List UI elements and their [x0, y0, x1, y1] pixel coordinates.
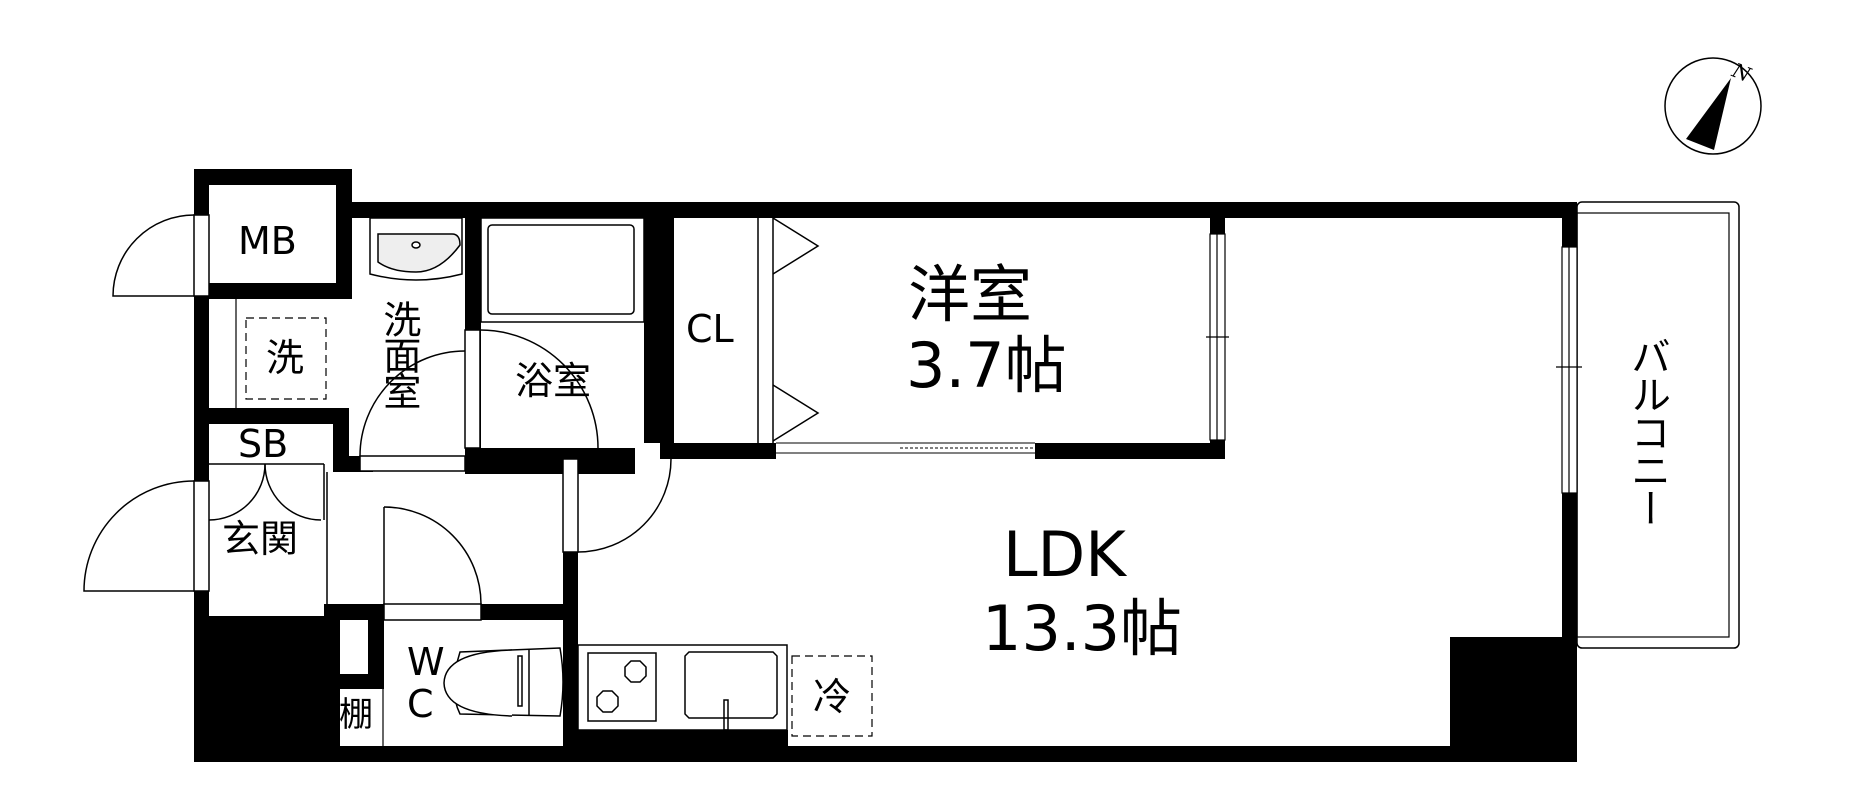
doors — [83, 214, 1035, 621]
north-arrow-icon: N — [1664, 57, 1762, 155]
room-label-shelf: 棚 — [339, 695, 373, 735]
room-label-wc-1: W — [407, 640, 445, 684]
room-label-wc-2: C — [407, 682, 434, 726]
burner-icon — [624, 660, 647, 683]
room-size-ldk: 13.3帖 — [982, 592, 1183, 665]
room-label-closet: CL — [686, 307, 734, 351]
washer-space — [235, 299, 327, 408]
room-label-ldk: LDK — [1003, 518, 1126, 591]
room-size-western-room: 3.7帖 — [906, 329, 1067, 402]
room-label-entrance: 玄関 — [222, 517, 299, 561]
bathtub-icon — [480, 217, 645, 323]
sink-icon — [684, 651, 778, 719]
room-label-bath: 浴室 — [515, 359, 592, 403]
room-label-mb: MB — [238, 219, 297, 263]
room-label-washroom: 洗面室 — [376, 300, 421, 408]
room-label-washer: 洗 — [266, 336, 305, 380]
kitchen-counter — [577, 644, 788, 731]
room-label-shoe-box: SB — [238, 422, 289, 466]
burner-icon — [596, 690, 619, 713]
room-label-western-room: 洋室 — [908, 258, 1033, 331]
room-label-balcony: バルコニー — [1624, 336, 1670, 526]
fridge-space — [791, 655, 873, 737]
toilet-icon — [443, 647, 564, 717]
windows — [1206, 233, 1582, 494]
washbasin-icon — [369, 217, 463, 281]
room-label-fridge: 冷 — [813, 675, 852, 719]
